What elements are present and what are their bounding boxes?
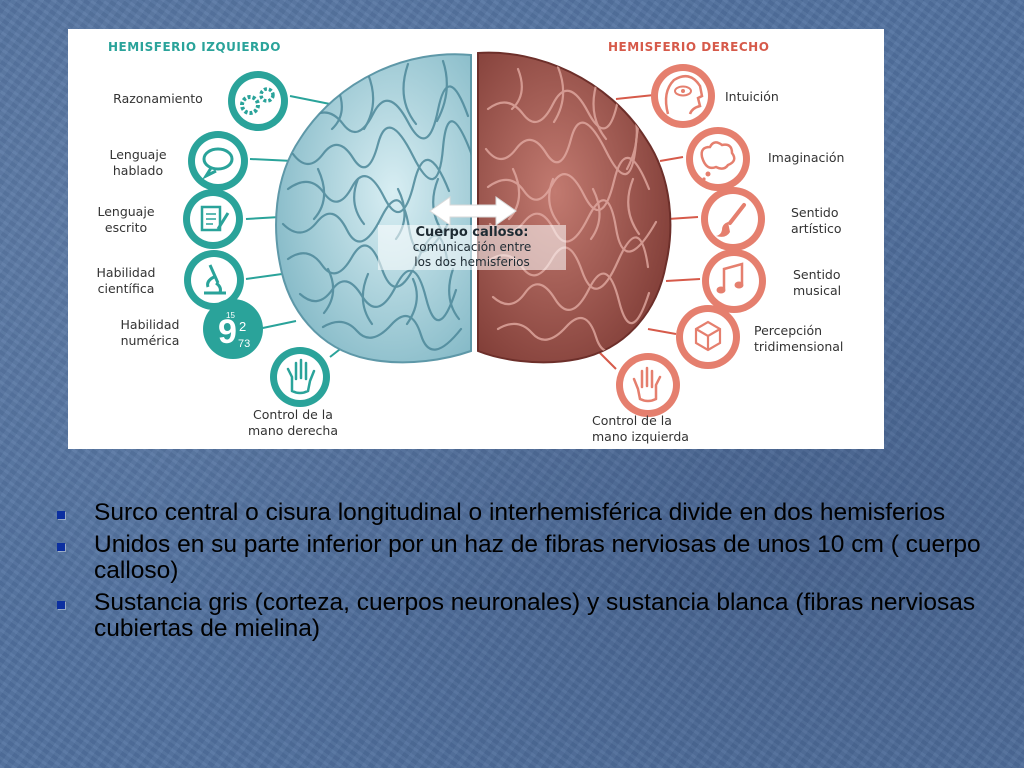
numbers-glyph-15: 15 [226, 311, 235, 320]
right-hemisphere-header: HEMISFERIO DERECHO [608, 40, 770, 54]
eye-head-icon [651, 64, 715, 128]
numbers-glyph-9: 9 [218, 313, 237, 351]
label-habilidad-cientifica: Habilidad científica [96, 265, 156, 296]
corpus-callosum-title: Cuerpo calloso: [415, 225, 529, 240]
right-hemisphere [477, 51, 672, 364]
microscope-icon [184, 250, 244, 310]
label-percepcion-tridimensional: Percepción tridimensional [754, 323, 844, 354]
brain-hemispheres-figure: 9 2 73 15 [68, 29, 884, 449]
music-note-icon [702, 249, 766, 313]
speech-bubble-icon [188, 131, 248, 191]
label-imaginacion: Imaginación [768, 150, 845, 165]
bullet-text: Sustancia gris (corteza, cuerpos neurona… [94, 589, 976, 642]
right-hand-icon [270, 347, 330, 407]
thought-cloud-icon [686, 127, 750, 191]
brain-diagram-graphic: 9 2 73 15 [183, 51, 766, 417]
bullet-item: Surco central o cisura longitudinal o in… [52, 500, 1012, 526]
label-control-mano-derecha: Control de la mano derecha [247, 407, 338, 438]
label-razonamiento: Razonamiento [113, 91, 203, 106]
paintbrush-icon [701, 187, 765, 251]
bullet-item: Unidos en su parte inferior por un haz d… [52, 532, 1012, 584]
left-hemisphere-header: HEMISFERIO IZQUIERDO [108, 40, 281, 54]
label-sentido-musical: Sentido musical [793, 267, 842, 298]
label-lenguaje-hablado: Lenguaje hablado [109, 147, 167, 178]
corpus-callosum-description: comunicación entre los dos hemisferios [412, 240, 532, 269]
gears-icon [228, 71, 288, 131]
square-bullet-icon [57, 543, 65, 551]
square-bullet-icon [57, 601, 65, 609]
numbers-icon: 9 2 73 15 [203, 299, 263, 359]
bullet-list: Surco central o cisura longitudinal o in… [52, 500, 1012, 648]
double-arrow-icon [429, 196, 517, 226]
label-lenguaje-escrito: Lenguaje escrito [97, 204, 155, 235]
bullet-text: Surco central o cisura longitudinal o in… [94, 499, 946, 526]
bullet-text: Unidos en su parte inferior por un haz d… [94, 531, 981, 584]
numbers-glyph-2: 2 [239, 319, 246, 334]
left-hand-icon [616, 353, 680, 417]
square-bullet-icon [57, 511, 65, 519]
label-habilidad-numerica: Habilidad numérica [120, 317, 180, 348]
bullet-item: Sustancia gris (corteza, cuerpos neurona… [52, 590, 1012, 642]
writing-icon [183, 189, 243, 249]
cube-icon [676, 305, 740, 369]
label-control-mano-izquierda: Control de la mano izquierda [592, 413, 689, 444]
label-intuicion: Intuición [725, 89, 779, 104]
corpus-callosum-caption: Cuerpo calloso: comunicación entre los d… [378, 225, 566, 270]
label-sentido-artistico: Sentido artístico [791, 205, 842, 236]
numbers-glyph-73: 73 [238, 338, 250, 350]
